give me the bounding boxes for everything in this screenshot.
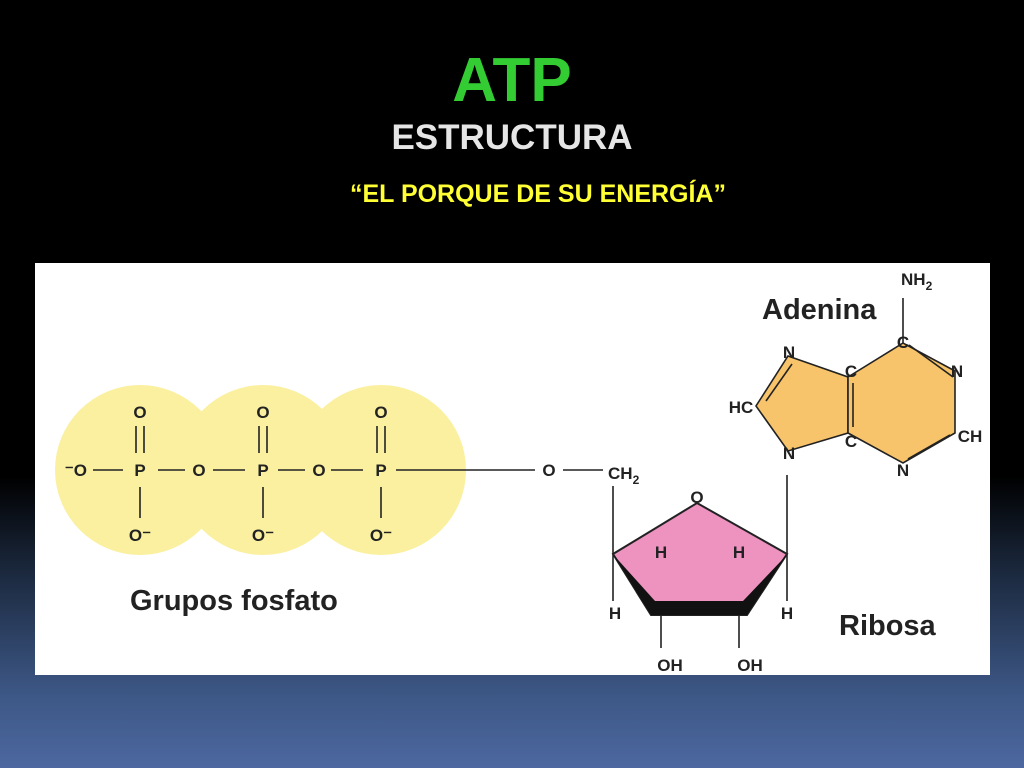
atom-o-top-2: O	[256, 403, 269, 422]
atom-n-9: N	[783, 444, 795, 463]
label-grupos-fosfato: Grupos fosfato	[130, 585, 338, 617]
ribose-ring-edge	[613, 554, 787, 615]
atp-diagram-panel: ⁻O O P O⁻ O O P O⁻ O O P O⁻ O CH2 O H H …	[35, 263, 990, 675]
phosphate-circle-1	[55, 385, 225, 555]
atom-o-bridge-2: O	[312, 461, 325, 480]
slide-title: ATP	[452, 46, 572, 115]
slide-tagline: “EL PORQUE DE SU ENERGÍA”	[350, 180, 726, 208]
atom-c-5: C	[845, 362, 857, 381]
atom-o-ester: O	[542, 461, 555, 480]
atom-ch-2: CH	[958, 427, 983, 446]
atom-o-minus-2: O⁻	[252, 526, 274, 545]
atom-h-2: H	[655, 543, 667, 562]
atom-o-minus-left: ⁻O	[65, 461, 87, 480]
atom-ch2: CH2	[608, 464, 640, 487]
adenine-six-ring	[847, 342, 956, 464]
atom-h-1: H	[781, 604, 793, 623]
phosphate-bonds	[93, 426, 603, 518]
slide-subtitle: ESTRUCTURA	[391, 118, 633, 157]
atom-c-6: C	[897, 333, 909, 352]
atom-oh-2: OH	[657, 656, 683, 675]
adenine-five-ring	[755, 355, 849, 452]
atom-n-1: N	[951, 362, 963, 381]
atom-n-7: N	[783, 343, 795, 362]
label-ribosa: Ribosa	[839, 610, 937, 642]
label-adenina: Adenina	[762, 294, 877, 326]
atom-h-3: H	[733, 543, 745, 562]
atom-o-minus-1: O⁻	[129, 526, 151, 545]
atom-p-1: P	[134, 461, 145, 480]
atom-hc-8: HC	[729, 398, 754, 417]
phosphate-circle-3	[296, 385, 466, 555]
atom-nh2: NH2	[901, 270, 933, 293]
atom-o-top-1: O	[133, 403, 146, 422]
ribose-bonds	[612, 475, 788, 648]
atom-o-ring: O	[690, 488, 703, 507]
ribose-ring	[611, 501, 789, 616]
adenine-bonds	[765, 298, 954, 460]
atom-h-4: H	[609, 604, 621, 623]
atom-o-minus-3: O⁻	[370, 526, 392, 545]
atom-n-3: N	[897, 461, 909, 480]
atom-o-top-3: O	[374, 403, 387, 422]
atp-structure-diagram: ⁻O O P O⁻ O O P O⁻ O O P O⁻ O CH2 O H H …	[55, 270, 983, 675]
phosphate-circle-2	[178, 385, 348, 555]
atom-oh-3: OH	[737, 656, 763, 675]
atom-p-2: P	[257, 461, 268, 480]
atom-o-bridge-1: O	[192, 461, 205, 480]
atom-c-4: C	[845, 432, 857, 451]
atom-p-3: P	[375, 461, 386, 480]
